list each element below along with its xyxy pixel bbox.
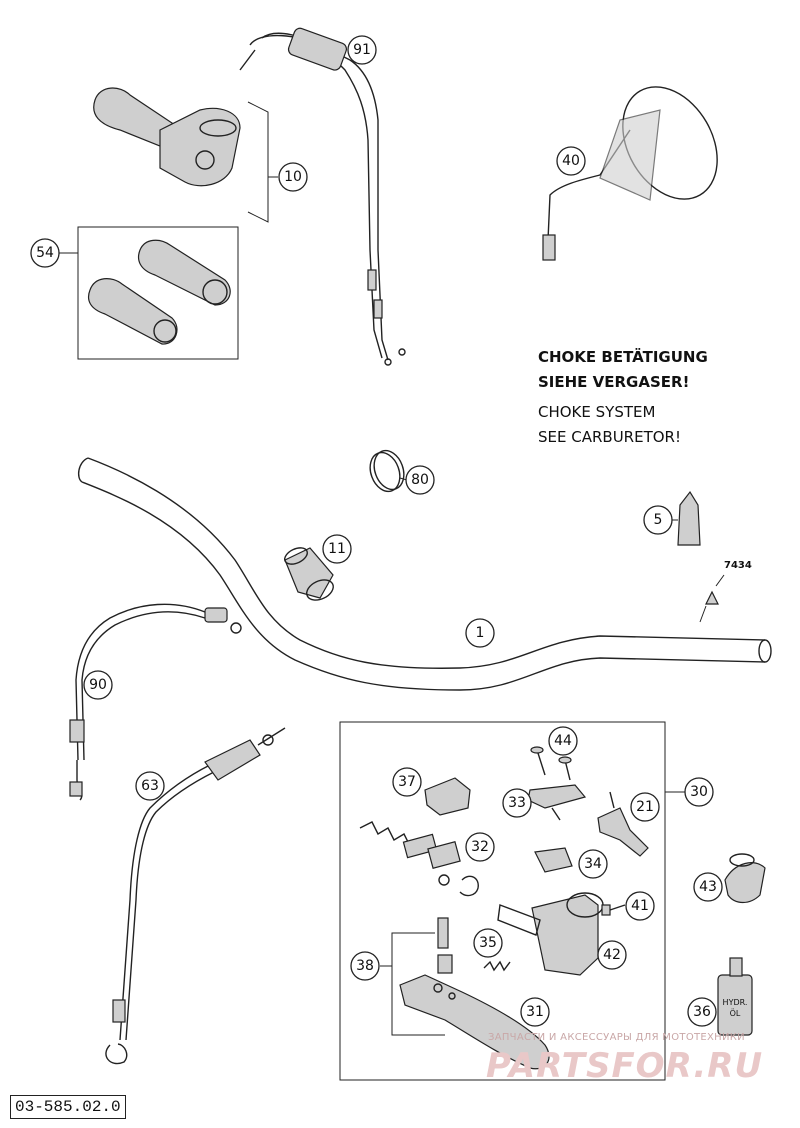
svg-text:41: 41 <box>631 898 649 914</box>
handlebar-part <box>77 457 772 691</box>
choke-note-de-line2: SIEHE VERGASER! <box>538 373 690 391</box>
callout-11: 11 <box>322 534 352 564</box>
svg-text:36: 36 <box>693 1004 711 1020</box>
callout-5: 5 <box>643 505 673 535</box>
grip-kit-part <box>59 226 239 360</box>
svg-text:5: 5 <box>654 512 663 528</box>
master-cylinder-part <box>497 892 604 976</box>
svg-text:43: 43 <box>699 879 717 895</box>
svg-text:HYDR.: HYDR. <box>723 998 748 1007</box>
svg-text:42: 42 <box>603 947 621 963</box>
watermark-logo: PARTSFOR.RU <box>486 1046 764 1086</box>
callout-42: 42 <box>597 940 627 970</box>
callout-1: 1 <box>465 618 495 648</box>
throttle-cable-part <box>239 27 406 366</box>
callout-21: 21 <box>630 792 660 822</box>
diaphragm-part <box>534 847 573 873</box>
callout-38: 38 <box>350 951 380 981</box>
svg-text:1: 1 <box>476 625 485 641</box>
svg-text:32: 32 <box>471 839 489 855</box>
choke-note-de-line1: CHOKE BETÄTIGUNG <box>538 348 708 366</box>
svg-text:30: 30 <box>690 784 708 800</box>
svg-text:33: 33 <box>508 795 526 811</box>
document-number: 03-585.02.0 <box>10 1095 126 1119</box>
callout-33: 33 <box>502 788 532 818</box>
svg-text:54: 54 <box>36 245 54 261</box>
clamp-43-part <box>724 853 766 904</box>
callout-91: 91 <box>347 35 377 65</box>
grease-tube-part <box>672 490 701 546</box>
callout-43: 43 <box>693 872 723 902</box>
pins-part <box>380 917 453 1036</box>
hot-start-cable-part <box>69 603 242 801</box>
mirror-part <box>542 86 718 261</box>
cover-part <box>424 777 471 816</box>
spring-part <box>483 960 511 972</box>
callout-30: 30 <box>684 777 714 807</box>
reservoir-cap-part <box>527 784 587 821</box>
clutch-lever-part <box>399 974 550 1070</box>
callout-10: 10 <box>278 162 308 192</box>
choke-note-en-line1: CHOKE SYSTEM <box>538 403 656 421</box>
lever-part <box>597 791 649 857</box>
callout-32: 32 <box>465 832 495 862</box>
svg-text:44: 44 <box>554 733 572 749</box>
svg-text:37: 37 <box>398 774 416 790</box>
screw-part <box>601 904 626 916</box>
svg-text:10: 10 <box>284 169 302 185</box>
svg-text:63: 63 <box>141 778 159 794</box>
callout-37: 37 <box>392 767 422 797</box>
choke-note-en-line2: SEE CARBURETOR! <box>538 428 681 446</box>
svg-text:11: 11 <box>328 541 346 557</box>
svg-text:34: 34 <box>584 856 602 872</box>
callout-44: 44 <box>548 726 578 756</box>
svg-text:ÖL: ÖL <box>730 1008 741 1018</box>
callout-31: 31 <box>520 997 550 1027</box>
svg-text:31: 31 <box>526 1004 544 1020</box>
svg-text:90: 90 <box>89 677 107 693</box>
callout-41: 41 <box>625 891 655 921</box>
screws-part <box>530 746 572 781</box>
clutch-cable-part <box>105 727 286 1065</box>
callout-80: 80 <box>405 465 435 495</box>
svg-text:91: 91 <box>353 42 371 58</box>
svg-text:35: 35 <box>479 935 497 951</box>
throttle-grip-part <box>93 87 278 223</box>
clutch-assembly-frame <box>339 721 685 1081</box>
svg-text:80: 80 <box>411 472 429 488</box>
svg-text:38: 38 <box>356 958 374 974</box>
svg-text:40: 40 <box>562 153 580 169</box>
callout-90: 90 <box>83 670 113 700</box>
clamp-part <box>369 449 408 493</box>
callout-40: 40 <box>556 146 586 176</box>
oil-bottle-part: HYDR. ÖL <box>717 957 753 1036</box>
callout-34: 34 <box>578 849 608 879</box>
callout-54: 54 <box>30 238 60 268</box>
callout-35: 35 <box>473 928 503 958</box>
callout-36: 36 <box>687 997 717 1027</box>
watermark-subtitle: ЗАПЧАСТИ И АКСЕССУАРЫ ДЛЯ МОТОТЕХНИКИ <box>488 1032 745 1043</box>
rubber-boot-part <box>284 547 334 601</box>
part-code-label: 7434 <box>724 560 752 571</box>
piston-part <box>359 821 479 897</box>
callout-63: 63 <box>135 771 165 801</box>
svg-text:21: 21 <box>636 799 654 815</box>
